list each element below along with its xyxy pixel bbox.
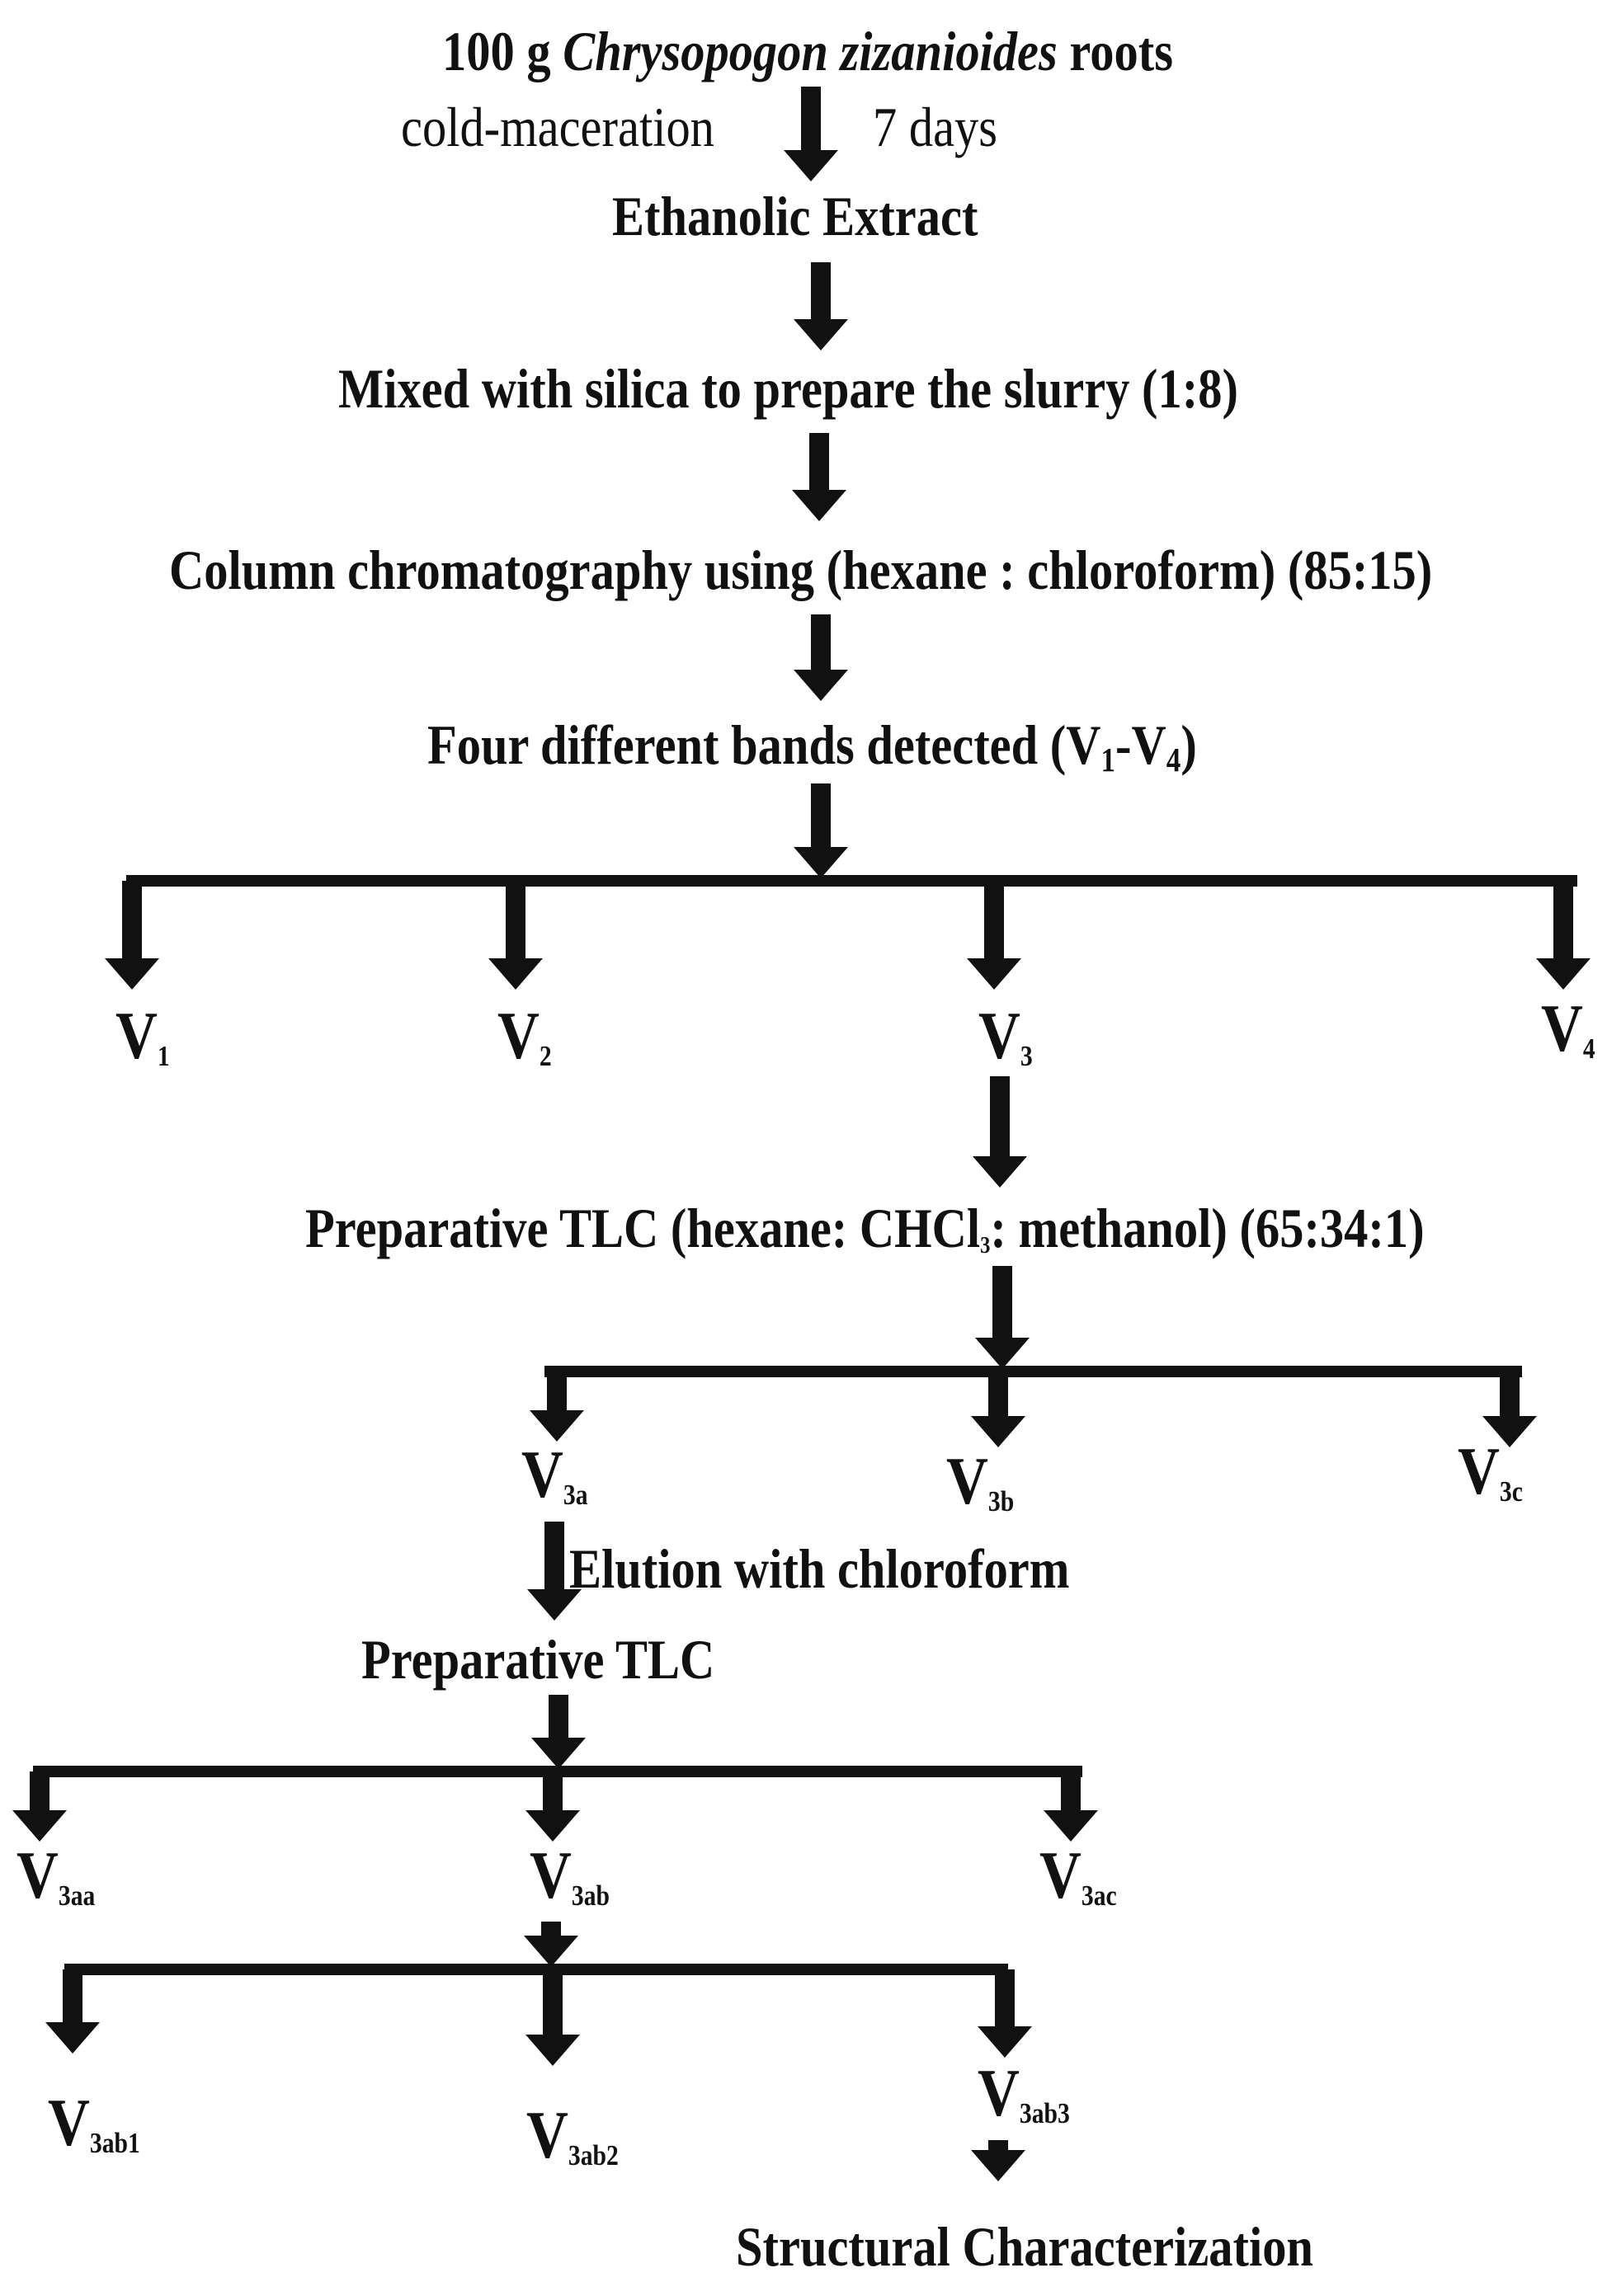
- duration-label: 7 days: [873, 96, 998, 158]
- final-label: Structural Characterization: [736, 2215, 1313, 2278]
- silica-label: Mixed with silica to prepare the slurry …: [338, 357, 1238, 420]
- node-v3ab1-base: V: [48, 2085, 90, 2160]
- arrow-ptlc2-to-split: [531, 1695, 586, 1769]
- node-v3-base: V: [978, 998, 1020, 1073]
- arrow-maceration: [784, 87, 838, 181]
- arrow-to-v3: [967, 881, 1021, 990]
- node-v3: V3: [978, 1002, 1033, 1070]
- bands-label: Four different bands detected (V1-V4): [427, 717, 1197, 777]
- ptlc1-text-b: : methanol) (65:34:1): [990, 1197, 1425, 1259]
- node-v2-base: V: [497, 998, 540, 1073]
- node-v3ab2: V3ab2: [526, 2101, 619, 2171]
- node-v3ac-base: V: [1039, 1837, 1082, 1913]
- node-v3ab2-sub: 3ab2: [568, 2139, 619, 2171]
- arrow-to-v4: [1536, 881, 1591, 990]
- node-v2: V2: [497, 1002, 552, 1070]
- node-v3aa-sub: 3aa: [58, 1880, 96, 1912]
- maceration-label: cold-maceration: [401, 96, 714, 158]
- node-v3b: V3b: [946, 1447, 1015, 1517]
- node-v3aa: V3aa: [16, 1842, 96, 1912]
- arrow-to-v3c: [1482, 1371, 1537, 1447]
- arrow-to-v3b: [971, 1371, 1025, 1447]
- node-v3ab2-base: V: [526, 2097, 568, 2172]
- arrow-to-v3ab3: [978, 1969, 1032, 2058]
- arrow-to-v3ab: [525, 1771, 580, 1842]
- node-v3aa-base: V: [16, 1837, 59, 1913]
- node-v2-sub: 2: [539, 1040, 552, 1072]
- arrow-to-silica: [794, 262, 848, 351]
- node-v1: V1: [115, 1002, 170, 1070]
- arrow-to-v1: [105, 881, 159, 990]
- start-prefix: 100 g: [442, 20, 551, 82]
- node-v3b-sub: 3b: [987, 1485, 1015, 1517]
- node-v3c-base: V: [1458, 1433, 1500, 1508]
- arrow-to-v2: [488, 881, 543, 990]
- node-v3a-sub: 3a: [563, 1479, 588, 1511]
- column-label: Column chromatography using (hexane : ch…: [169, 539, 1433, 601]
- ptlc1-text-a: Preparative TLC (hexane: CHCl: [305, 1197, 981, 1259]
- node-v4-base: V: [1541, 990, 1583, 1066]
- node-v3ab3: V3ab3: [978, 2059, 1070, 2129]
- arrow-v3-to-ptlc: [973, 1076, 1027, 1188]
- node-v3b-base: V: [946, 1443, 988, 1518]
- bands-from: 1: [1100, 741, 1116, 779]
- node-v3ab3-base: V: [978, 2055, 1020, 2130]
- node-v3ab3-sub: 3ab3: [1019, 2097, 1070, 2129]
- node-v3ac-sub: 3ac: [1081, 1880, 1117, 1912]
- node-v3-sub: 3: [1020, 1040, 1033, 1072]
- node-v3c-sub: 3c: [1499, 1475, 1523, 1508]
- node-v4: V4: [1541, 995, 1595, 1065]
- arrow-v3a-to-ptlc2: [527, 1522, 582, 1621]
- node-v3ab1: V3ab1: [48, 2089, 140, 2157]
- bar-v3ab-branch: [64, 1964, 1008, 1975]
- ptlc1-label: Preparative TLC (hexane: CHCl3: methanol…: [305, 1197, 1425, 1259]
- extract-label: Ethanolic Extract: [612, 185, 978, 247]
- node-v3a-base: V: [521, 1437, 563, 1512]
- node-v1-sub: 1: [157, 1040, 170, 1072]
- start-label: 100 g Chrysopogon zizanioides roots: [442, 23, 1173, 79]
- arrow-v3ab3-to-final: [971, 2140, 1025, 2181]
- arrow-to-column: [792, 433, 846, 521]
- node-v3ac: V3ac: [1039, 1842, 1117, 1912]
- start-suffix: roots: [1069, 20, 1174, 82]
- ptlc2-label: Preparative TLC: [361, 1628, 715, 1691]
- start-species: Chrysopogon zizanioides: [563, 20, 1058, 82]
- bands-dash: -V: [1115, 713, 1166, 776]
- node-v3ab-sub: 3ab: [571, 1880, 610, 1912]
- node-v3ab-base: V: [530, 1837, 572, 1913]
- bands-to: 4: [1166, 741, 1181, 779]
- node-v3ab: V3ab: [530, 1842, 610, 1912]
- node-v4-sub: 4: [1582, 1033, 1595, 1065]
- arrow-to-split-v: [794, 783, 848, 878]
- arrow-to-bands: [794, 614, 848, 701]
- node-v3a: V3a: [521, 1441, 588, 1511]
- bar-v-branch: [126, 875, 1577, 887]
- bands-text: Four different bands detected (V: [427, 713, 1101, 776]
- node-v3ab1-sub: 3ab1: [89, 2127, 140, 2159]
- arrow-to-v3ab1: [45, 1969, 100, 2054]
- node-v3c: V3c: [1458, 1437, 1523, 1508]
- arrow-to-v3ab2: [525, 1969, 580, 2066]
- bar-v3-branch: [544, 1366, 1522, 1377]
- arrow-v3ab-to-split: [524, 1922, 578, 1967]
- node-v1-base: V: [115, 998, 158, 1073]
- ptlc1-sub: 3: [980, 1233, 991, 1259]
- arrow-to-v3a: [530, 1371, 584, 1442]
- elution-label: Elution with chloroform: [569, 1537, 1070, 1600]
- arrow-ptlc-to-split: [975, 1266, 1030, 1369]
- arrow-to-v3ac: [1044, 1771, 1098, 1842]
- bands-close: ): [1181, 713, 1197, 776]
- arrow-to-v3aa: [12, 1771, 67, 1842]
